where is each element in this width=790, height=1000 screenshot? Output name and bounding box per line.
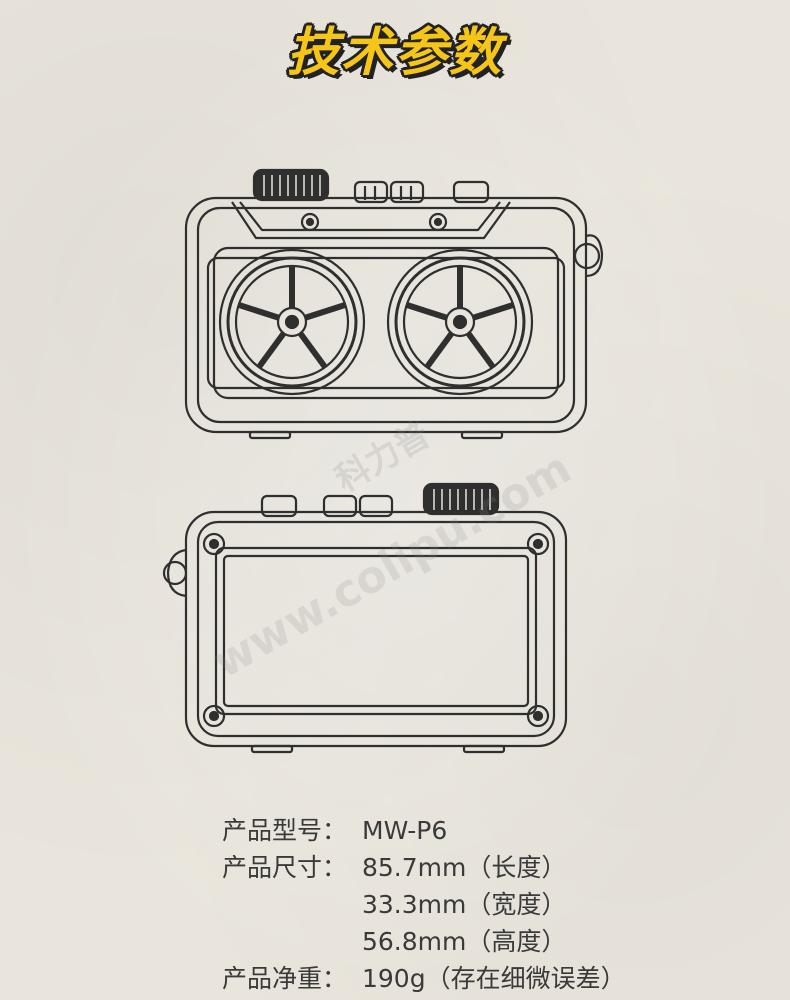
spec-row-weight: 产品净重： 190g（存在细微误差）: [222, 960, 626, 997]
page-title: 技术参数: [286, 23, 503, 83]
spec-label: 产品净重：: [222, 964, 348, 993]
spec-row-model: 产品型号： MW-P6: [222, 812, 626, 849]
speaker-back-view: [162, 482, 568, 754]
spec-value: 56.8mm（高度）: [362, 927, 567, 956]
spec-row-size: 产品尺寸： 85.7mm（长度）: [222, 849, 626, 886]
spec-label: 产品尺寸：: [222, 853, 348, 882]
spec-list: 产品型号： MW-P6 产品尺寸： 85.7mm（长度） 33.3mm（宽度） …: [222, 812, 626, 997]
speaker-left-driver: [218, 248, 366, 396]
spec-value: MW-P6: [362, 816, 448, 845]
spec-row-size-height: 56.8mm（高度）: [222, 923, 626, 960]
spec-value: 85.7mm（长度）: [362, 853, 567, 882]
spec-value: 33.3mm（宽度）: [362, 890, 567, 919]
speaker-drawings: [162, 168, 604, 754]
spec-value: 190g（存在细微误差）: [362, 964, 626, 993]
speaker-right-driver: [386, 248, 534, 396]
spec-label: 产品型号：: [222, 816, 348, 845]
spec-row-size-width: 33.3mm（宽度）: [222, 886, 626, 923]
speaker-front-view: [184, 168, 604, 440]
